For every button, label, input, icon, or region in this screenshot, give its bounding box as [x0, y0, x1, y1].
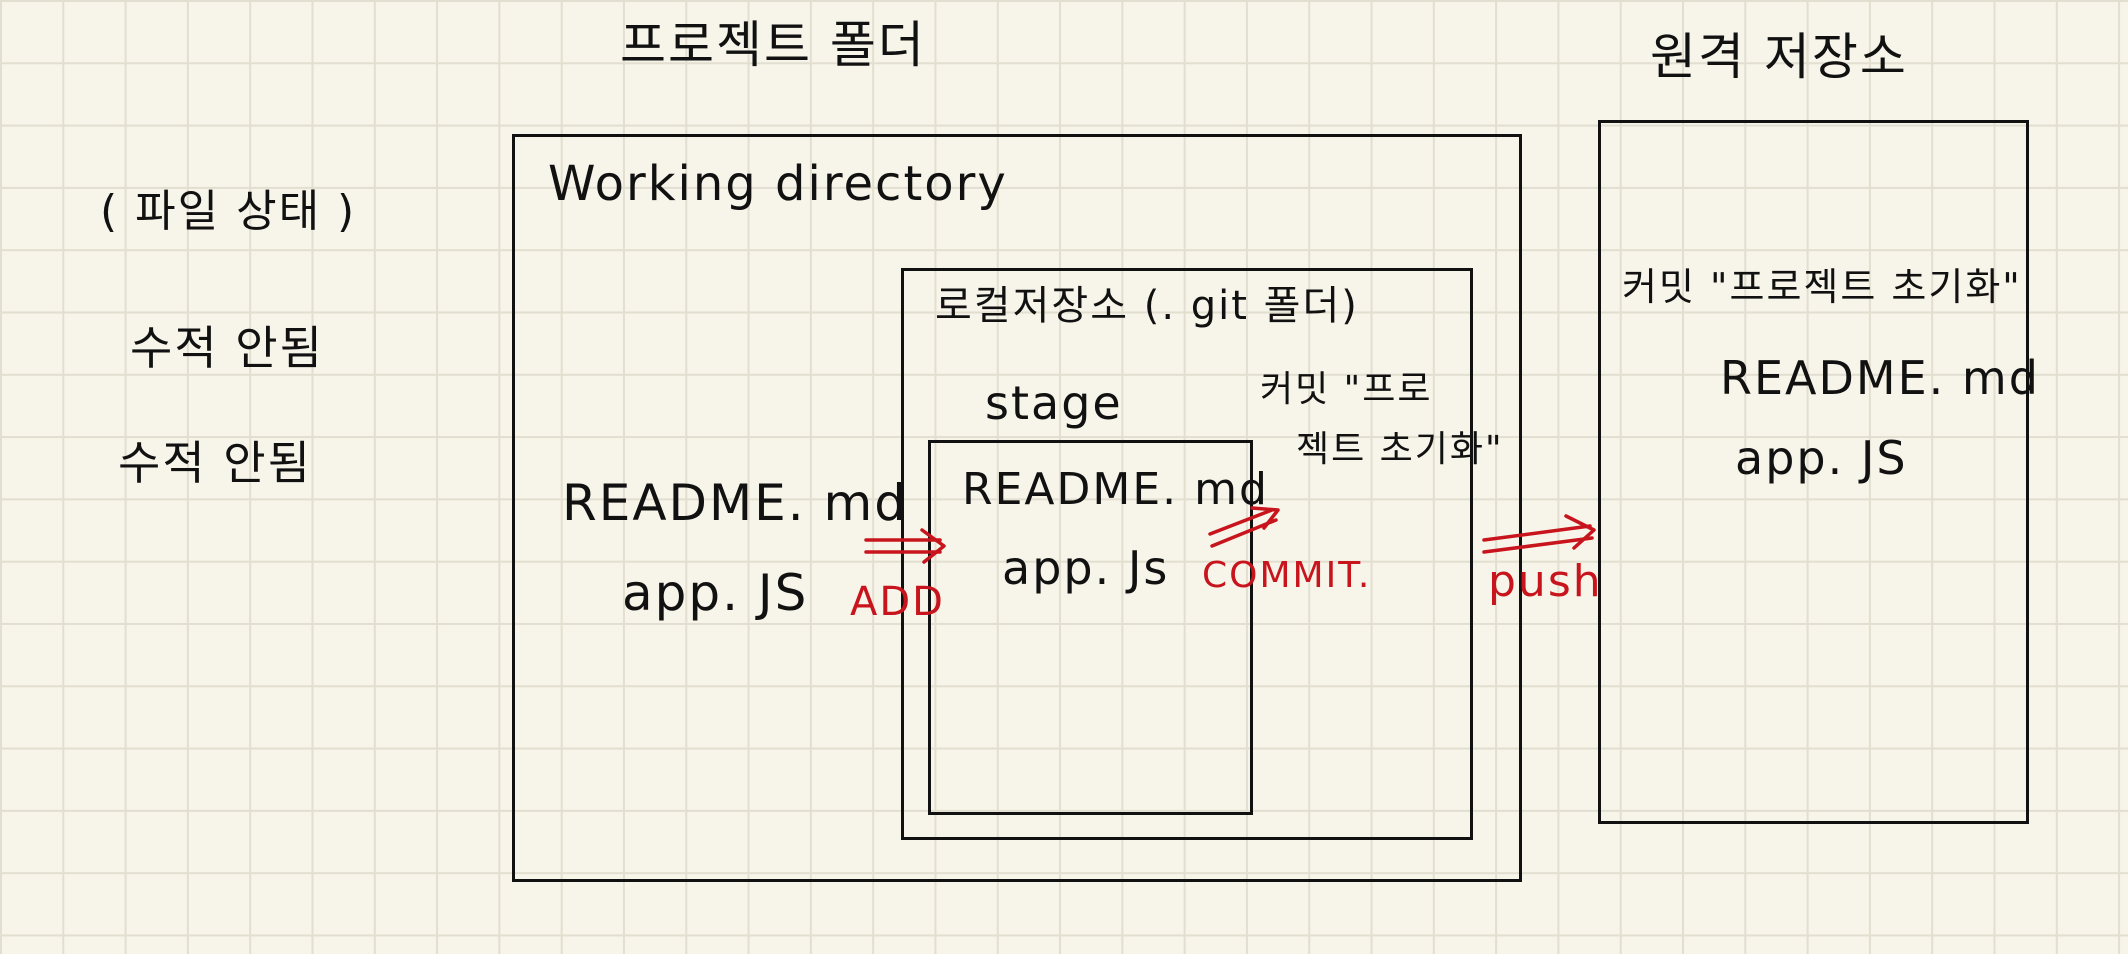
local-repository-title: 로컬저장소 (. git 폴더)	[935, 283, 1359, 329]
working-directory-file-readme: README. md	[562, 474, 909, 532]
untracked-label-2: 수적 안됨	[118, 436, 312, 490]
remote-repository-box	[1598, 120, 2029, 824]
untracked-label-1: 수적 안됨	[130, 321, 324, 375]
file-state-label: ( 파일 상태 )	[100, 186, 357, 237]
local-repository-box	[901, 268, 1473, 840]
working-directory-title: Working directory	[548, 156, 1008, 212]
project-folder-heading: 프로젝트 폴더	[620, 16, 926, 74]
stage-title: stage	[985, 376, 1123, 430]
remote-commit-note: 커밋 "프로젝트 초기화"	[1622, 265, 2022, 309]
remote-repository-heading: 원격 저장소	[1650, 28, 1908, 86]
remote-file-readme: README. md	[1720, 351, 2040, 405]
remote-file-app: app. JS	[1735, 431, 1908, 485]
local-commit-note-line-2: 젝트 초기화"	[1296, 429, 1504, 470]
add-label: ADD	[850, 579, 945, 625]
push-label: push	[1488, 556, 1603, 607]
working-directory-box	[512, 134, 1522, 882]
stage-file-app: app. Js	[1002, 541, 1170, 595]
stage-file-readme: README. md	[962, 464, 1269, 515]
local-commit-note-line-1: 커밋 "프로	[1260, 369, 1433, 410]
commit-label: COMMIT.	[1202, 555, 1372, 596]
stage-box	[928, 440, 1253, 815]
working-directory-file-app: app. JS	[622, 564, 809, 622]
